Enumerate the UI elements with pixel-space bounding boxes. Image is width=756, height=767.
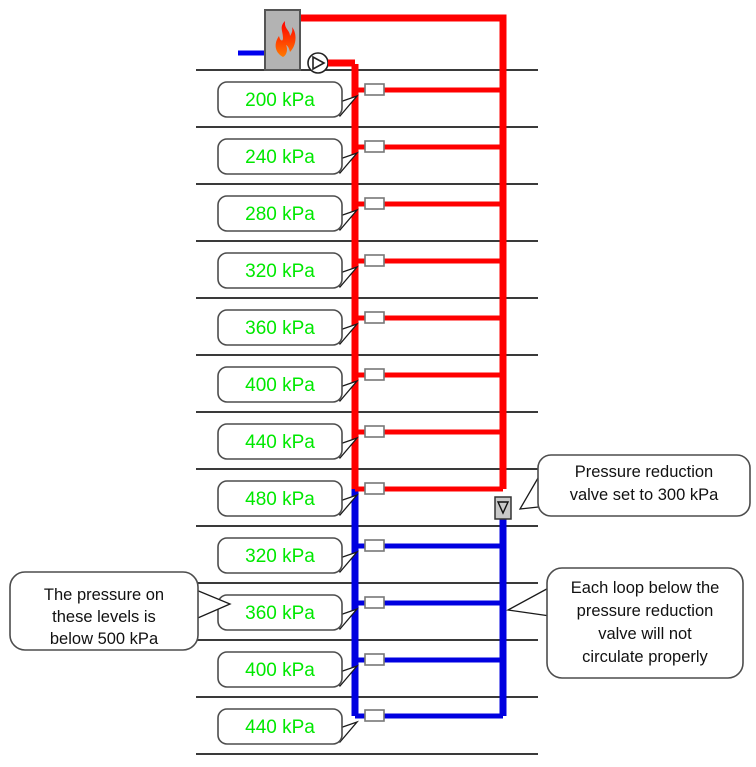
pressure-callout[interactable]: 440 kPa <box>217 423 360 460</box>
flame-icon <box>275 21 296 57</box>
callout-bubble[interactable] <box>217 708 343 745</box>
pressure-label: 280 kPa <box>245 204 315 225</box>
pressure-label: 200 kPa <box>245 90 315 111</box>
callout-bubble[interactable] <box>217 423 343 460</box>
note-line: The pressure on <box>44 586 164 604</box>
pump-arrow-icon <box>312 55 326 71</box>
isolation-valve-icon[interactable] <box>364 539 385 552</box>
flow-riser-right <box>300 14 507 489</box>
prv-triangle-icon <box>496 501 510 515</box>
pressure-label: 440 kPa <box>245 432 315 453</box>
prv-body-icon[interactable] <box>494 496 512 520</box>
isolation-valve-icon[interactable] <box>364 140 385 153</box>
isolation-valve-icon[interactable] <box>364 709 385 722</box>
pressure-callout[interactable]: 280 kPa <box>217 195 360 232</box>
callout-bubble[interactable] <box>217 366 343 403</box>
isolation-valve-icon[interactable] <box>364 425 385 438</box>
isolation-valve-icon[interactable] <box>364 482 385 495</box>
isolation-valve-icon[interactable] <box>364 368 385 381</box>
note-line: valve will not <box>598 625 692 643</box>
callout-bubble[interactable] <box>217 651 343 688</box>
branch-valves[interactable] <box>364 83 385 722</box>
pressure-callout[interactable]: 320 kPa <box>217 252 360 289</box>
note-line: pressure reduction <box>577 602 714 620</box>
callout-bubble[interactable] <box>217 309 343 346</box>
pressure-callout[interactable]: 480 kPa <box>217 480 360 517</box>
note-line: circulate properly <box>582 648 708 666</box>
isolation-valve-icon[interactable] <box>364 254 385 267</box>
pressure-callout[interactable]: 200 kPa <box>217 81 360 118</box>
pressure-callout[interactable]: 400 kPa <box>217 366 360 403</box>
note-line: Pressure reduction <box>575 463 714 481</box>
pressure-label: 320 kPa <box>245 261 315 282</box>
pressure-callout[interactable]: 360 kPa <box>217 309 360 346</box>
pressure-label: 440 kPa <box>245 717 315 738</box>
callout-bubble[interactable] <box>217 252 343 289</box>
note-line: below 500 kPa <box>50 630 159 648</box>
callout-bubble[interactable] <box>217 537 343 574</box>
pressure-label: 320 kPa <box>245 546 315 567</box>
pressure-callout[interactable]: 320 kPa <box>217 537 360 574</box>
pressure-label: 400 kPa <box>245 660 315 681</box>
callout-bubble[interactable] <box>217 138 343 175</box>
callout-bubble[interactable] <box>217 81 343 118</box>
pressure-callout[interactable]: 440 kPa <box>217 708 360 745</box>
pressure-label: 400 kPa <box>245 375 315 396</box>
boiler-assembly[interactable] <box>238 9 355 74</box>
pressure-callout[interactable]: 400 kPa <box>217 651 360 688</box>
pressure-callout[interactable]: 240 kPa <box>217 138 360 175</box>
pressure-reduction-valve[interactable] <box>494 496 512 520</box>
callout-bubble[interactable] <box>217 594 343 631</box>
callout-bubble[interactable] <box>546 567 744 679</box>
note-callout-below-500[interactable]: The pressure on these levels is below 50… <box>9 571 232 651</box>
callout-bubble[interactable] <box>537 454 751 517</box>
pressure-callout[interactable]: 360 kPa <box>217 594 360 631</box>
note-line: these levels is <box>52 608 156 626</box>
callout-bubble[interactable] <box>9 571 199 651</box>
return-branches <box>355 543 503 719</box>
note-callout-no-circulation[interactable]: Each loop below the pressure reduction v… <box>505 567 744 679</box>
pressure-label: 360 kPa <box>245 318 315 339</box>
note-callout-prv[interactable]: Pressure reduction valve set to 300 kPa <box>518 454 751 517</box>
isolation-valve-icon[interactable] <box>364 197 385 210</box>
pressure-label: 480 kPa <box>245 489 315 510</box>
isolation-valve-icon[interactable] <box>364 311 385 324</box>
callout-bubble[interactable] <box>217 195 343 232</box>
isolation-valve-icon[interactable] <box>364 653 385 666</box>
pressure-label: 360 kPa <box>245 603 315 624</box>
note-line: Each loop below the <box>571 579 720 597</box>
isolation-valve-icon[interactable] <box>364 596 385 609</box>
callout-bubble[interactable] <box>217 480 343 517</box>
floor-lines <box>196 69 538 755</box>
isolation-valve-icon[interactable] <box>364 83 385 96</box>
note-line: valve set to 300 kPa <box>570 486 719 504</box>
pressure-label: 240 kPa <box>245 147 315 168</box>
